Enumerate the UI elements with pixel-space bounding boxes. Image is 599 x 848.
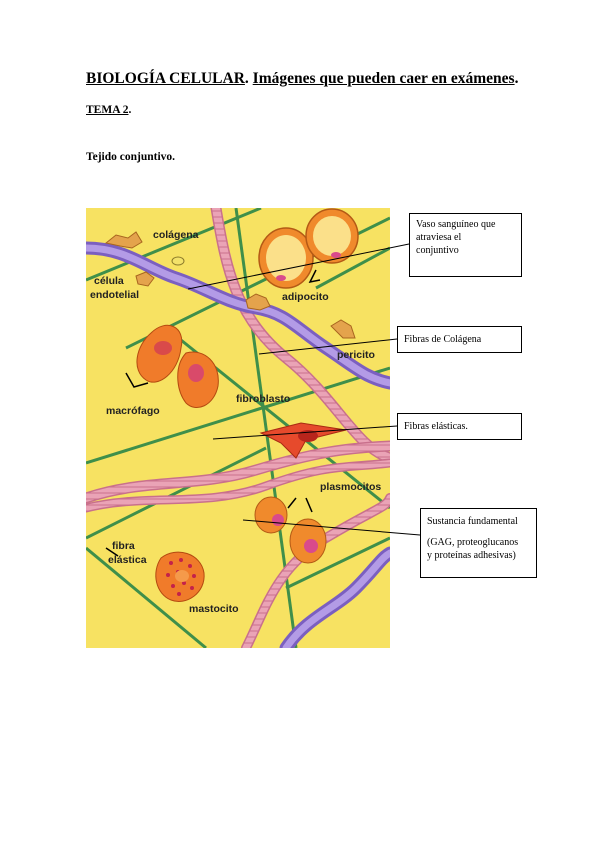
callout-sustancia: Sustancia fundamental (GAG, proteoglucan… — [420, 508, 537, 578]
label-elastica: elástica — [108, 554, 147, 566]
label-pericito: pericito — [337, 349, 375, 361]
tema-heading: TEMA 2. — [86, 104, 131, 116]
callout-colagena-line: Fibras de Colágena — [404, 334, 482, 345]
callout-vaso-line: atraviesa el — [416, 232, 462, 243]
callout-vaso-line: conjuntivo — [416, 245, 459, 256]
pericytes — [104, 231, 356, 339]
label-endotelial: endotelial — [90, 289, 139, 301]
label-fibra: fibra — [112, 540, 135, 552]
course-name: BIOLOGÍA CELULAR — [86, 70, 245, 87]
callout-sustancia-line — [427, 528, 530, 536]
tema-period: . — [128, 104, 132, 116]
label-adipocito: adipocito — [282, 291, 329, 303]
label-colagena: colágena — [153, 229, 199, 241]
topic-name: Imágenes que pueden caer en exámenes — [252, 70, 515, 87]
label-mastocito: mastocito — [189, 603, 239, 615]
title-period: . — [244, 70, 249, 87]
label-celula: célula — [94, 275, 124, 287]
section-heading: Tejido conjuntivo. — [86, 151, 176, 163]
macrophages — [136, 324, 219, 408]
callout-sustancia-line: y proteínas adhesivas) — [427, 550, 516, 561]
callout-elasticas-line: Fibras elásticas. — [404, 421, 468, 432]
callout-sustancia-line: (GAG, proteoglucanos — [427, 537, 519, 548]
callout-vaso: Vaso sanguíneo que atraviesa el conjunti… — [409, 213, 522, 277]
label-fibroblasto: fibroblasto — [236, 393, 290, 405]
callout-colagena: Fibras de Colágena — [397, 326, 522, 353]
connective-tissue-illustration: colágena célula endotelial adipocito per… — [86, 208, 390, 648]
label-plasmocitos: plasmocitos — [320, 481, 381, 493]
title-period: . — [514, 70, 519, 87]
tema-label: TEMA 2 — [86, 104, 129, 116]
callout-sustancia-line: Sustancia fundamental — [427, 516, 518, 527]
callout-elasticas: Fibras elásticas. — [397, 413, 522, 440]
mast-cell — [155, 551, 205, 602]
label-macrofago: macrófago — [106, 405, 160, 417]
document-title: BIOLOGÍA CELULAR. Imágenes que pueden ca… — [86, 70, 518, 88]
callout-vaso-line: Vaso sanguíneo que — [416, 219, 496, 230]
